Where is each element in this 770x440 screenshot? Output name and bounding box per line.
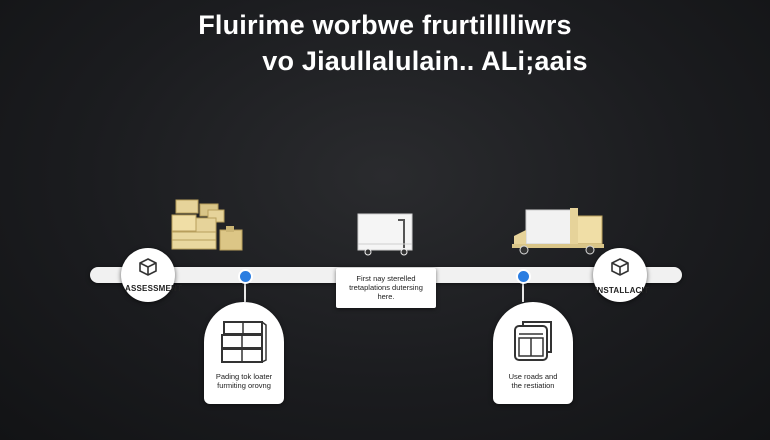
assessment-node xyxy=(121,248,175,302)
folded-item-icon xyxy=(514,321,552,361)
stacked-boxes-icon xyxy=(221,321,267,363)
center-note-line-3: here. xyxy=(377,292,395,301)
roads-card-line-2: the restiation xyxy=(511,381,555,390)
delivery-truck-icon xyxy=(512,208,604,255)
connector-line-right xyxy=(522,280,524,302)
box-icon xyxy=(139,258,157,276)
installation-node xyxy=(593,248,647,302)
diagram-title-line-1: Fluirime worbwe frurtilllliwrs xyxy=(198,10,572,40)
center-note-line-1: First nay sterelled xyxy=(356,274,416,283)
packing-card-line-2: furmiting orovng xyxy=(217,381,271,390)
center-note-line-2: tretaplations dutersing xyxy=(349,283,423,292)
box-icon xyxy=(611,258,629,276)
roads-card: Use roads and the restiation xyxy=(493,302,573,404)
center-note-box: First nay sterelled tretaplations duters… xyxy=(336,268,436,308)
timeline-marker-left xyxy=(238,269,253,284)
stacked-crates-icon xyxy=(171,199,243,251)
assessment-label: ASSESSMENT xyxy=(125,284,183,293)
timeline-marker-right xyxy=(516,269,531,284)
moving-truck-icon xyxy=(357,213,413,256)
packing-card: Pading tok loater furmiting orovng xyxy=(204,302,284,404)
connector-line-left xyxy=(244,280,246,302)
installation-label: INSTALLACIT xyxy=(595,286,650,295)
roads-card-line-1: Use roads and xyxy=(508,372,558,381)
diagram-title-line-2: vo Jiaullalulain.. ALi;aais xyxy=(262,46,588,76)
packing-card-line-1: Pading tok loater xyxy=(215,372,273,381)
